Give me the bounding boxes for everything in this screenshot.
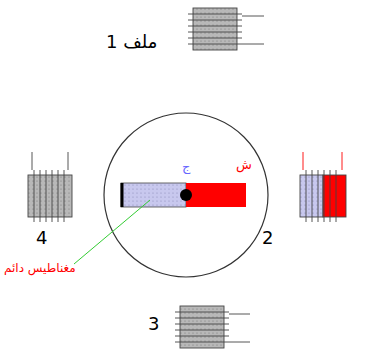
callout-number: 2 <box>262 228 273 248</box>
callout-number: 4 <box>36 228 47 248</box>
coil <box>175 306 250 348</box>
callout-number: 3 <box>148 314 159 334</box>
coil <box>300 152 346 222</box>
part-label: مغناطيس دائم <box>4 262 76 275</box>
pole-label: ش <box>236 158 252 172</box>
permanent-magnet <box>121 183 246 207</box>
pole-label: ج <box>182 160 190 174</box>
coil-label: ملف 1 <box>106 32 157 52</box>
coil <box>188 8 264 50</box>
rotor-circle <box>104 113 268 277</box>
leader-line <box>74 200 150 264</box>
coil <box>28 152 72 222</box>
